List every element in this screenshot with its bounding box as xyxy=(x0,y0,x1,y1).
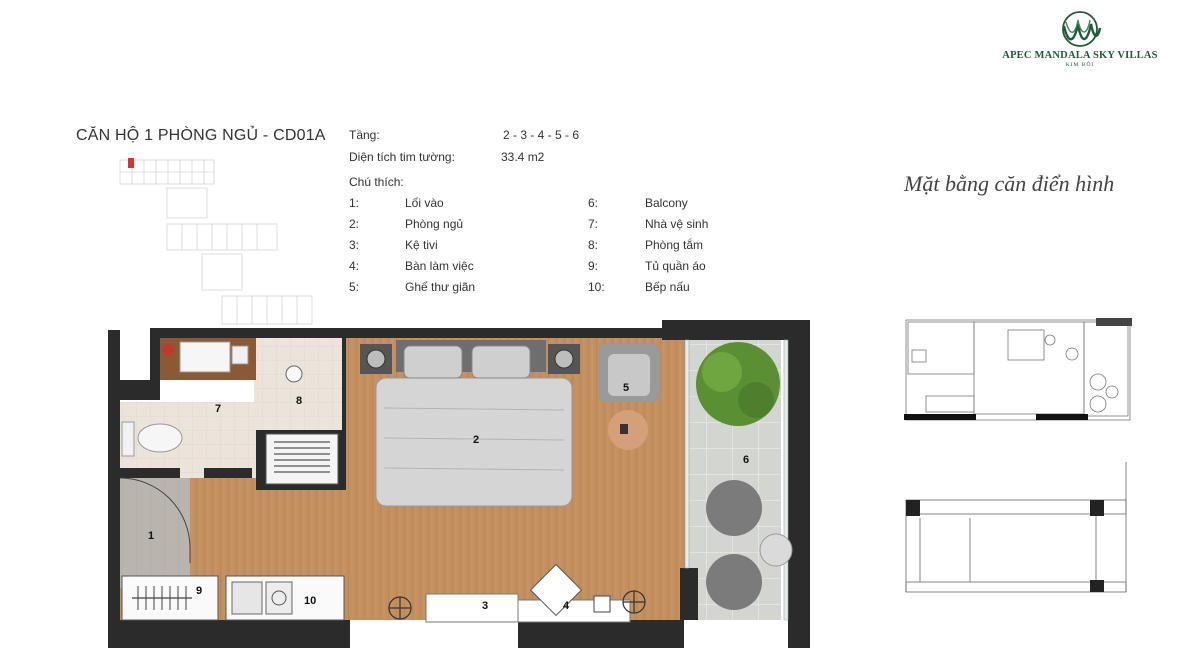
legend-num: 4: xyxy=(349,259,360,273)
legend-text: Ghế thư giãn xyxy=(405,280,476,294)
legend-text: Tủ quần áo xyxy=(645,259,706,273)
legend-num: 9: xyxy=(588,259,599,273)
room-number-wc: 7 xyxy=(215,403,222,415)
floor-plan xyxy=(108,320,810,648)
legend-num: 2: xyxy=(349,217,360,231)
legend-text: Phòng tắm xyxy=(645,238,704,252)
legend-num: 10: xyxy=(588,280,605,294)
legend-text: Kệ tivi xyxy=(405,238,438,252)
legend-num: 6: xyxy=(588,196,599,210)
mandala-logo-icon xyxy=(1062,11,1102,47)
room-number-desk: 4 xyxy=(563,600,570,612)
room-number-bedroom: 2 xyxy=(473,434,480,446)
typical-plan-title: Mặt bằng căn điển hình xyxy=(904,171,1115,196)
legend-text: Bếp nấu xyxy=(645,280,690,294)
legend-title: Chú thích: xyxy=(349,175,404,189)
room-number-tv-shelf: 3 xyxy=(482,600,489,612)
legend-num: 3: xyxy=(349,238,360,252)
area-value: 33.4 m2 xyxy=(501,150,545,164)
legend-text: Nhà vệ sinh xyxy=(645,217,709,231)
legend-num: 1: xyxy=(349,196,360,210)
room-number-wardrobe: 9 xyxy=(196,585,203,597)
logo: APEC MANDALA SKY VILLAS KIM BÔI xyxy=(990,10,1170,68)
room-number-entry: 1 xyxy=(148,530,155,542)
page-title: CĂN HỘ 1 PHÒNG NGỦ - CD01A xyxy=(76,127,326,144)
floor-value: 2 - 3 - 4 - 5 - 6 xyxy=(503,128,580,142)
legend-num: 8: xyxy=(588,238,599,252)
legend-text: Lối vào xyxy=(405,196,444,210)
room-number-lounge-chair: 5 xyxy=(623,382,630,394)
legend-num: 7: xyxy=(588,217,599,231)
room-number-kitchen: 10 xyxy=(304,595,317,607)
brand-location: KIM BÔI xyxy=(1065,62,1095,68)
key-plan-diagram xyxy=(119,158,313,325)
legend-text: Balcony xyxy=(645,196,688,210)
legend-num: 5: xyxy=(349,280,360,294)
shower-floor xyxy=(254,338,346,430)
legend-text: Bàn làm việc xyxy=(405,259,474,273)
room-number-balcony: 6 xyxy=(743,454,750,466)
brand-name: APEC MANDALA SKY VILLAS xyxy=(1002,50,1158,61)
section-thumbnail xyxy=(905,462,1127,593)
legend-text: Phòng ngủ xyxy=(405,217,464,231)
typical-plan-thumbnail xyxy=(904,318,1132,421)
area-label: Diện tích tim tường: xyxy=(349,150,455,164)
room-number-shower: 8 xyxy=(296,395,303,407)
floor-label: Tầng: xyxy=(349,128,380,142)
